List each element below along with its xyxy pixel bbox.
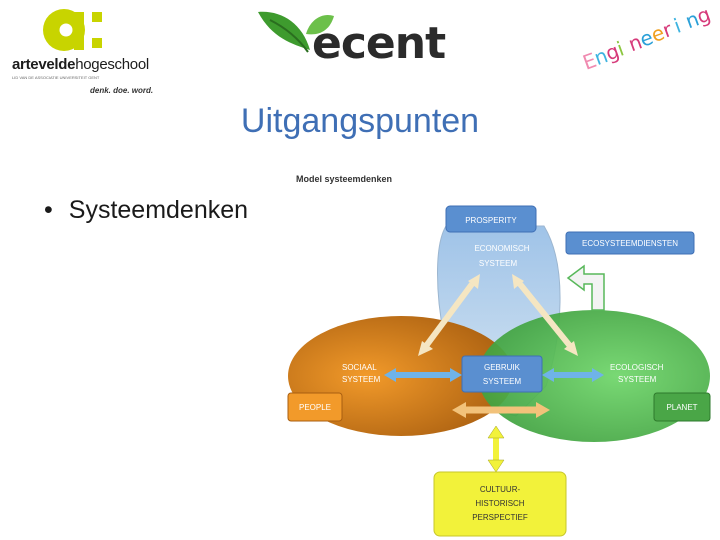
gebruik-label-1: GEBRUIK	[484, 363, 521, 372]
ecologisch-label-1: ECOLOGISCH	[610, 363, 664, 372]
planet-box	[653, 392, 711, 422]
bullet-text: Systeemdenken	[68, 196, 249, 224]
arrow-head-6-icon	[450, 368, 462, 382]
leaf-icon	[258, 11, 334, 53]
prosperity-label: PROSPERITY	[465, 216, 517, 225]
cultuur-label-2: HISTORISCH	[475, 499, 524, 508]
bullet-item: • Systeemdenken	[44, 196, 248, 225]
artevelde-mark-icon	[43, 9, 102, 51]
cultuur-box	[433, 471, 567, 537]
gebruik-label-2: SYSTEEM	[483, 377, 522, 386]
prosperity-box	[445, 205, 537, 233]
artevelde-logo: arteveldehogeschool LID VAN DE ASSOCIATI…	[10, 8, 180, 95]
economisch-label-1: ECONOMISCH	[474, 244, 529, 253]
arrow-head-4-icon	[512, 274, 524, 289]
artevelde-motto: denk. doe. word.	[90, 86, 154, 95]
arrow-head-3-icon	[564, 341, 578, 356]
cultuur-label-1: CULTUUR-	[480, 485, 521, 494]
artevelde-brand: arteveldehogeschool	[12, 56, 149, 73]
ecosysteemdiensten-label: ECOSYSTEEMDIENSTEN	[582, 239, 678, 248]
arrow-head-2-icon	[468, 274, 480, 289]
arrow-eco-sociaal-icon	[423, 282, 475, 348]
bullet-dot-icon: •	[44, 196, 53, 224]
arrow-head-1-icon	[418, 341, 433, 356]
arrow-head-9-icon	[452, 402, 466, 418]
people-box	[287, 392, 343, 422]
economisch-label-2: SYSTEEM	[479, 259, 518, 268]
gebruik-box	[461, 355, 543, 393]
arrow-eco-ecologisch-icon	[517, 282, 573, 348]
planet-label: PLANET	[666, 403, 697, 412]
ecosysteemdiensten-box	[565, 231, 695, 255]
ecent-wordmark: ecent	[312, 18, 446, 69]
arrow-head-7-icon	[542, 368, 554, 382]
cultuur-label-3: PERSPECTIEF	[472, 513, 528, 522]
arrow-head-10-icon	[536, 402, 550, 418]
people-label: PEOPLE	[299, 403, 331, 412]
sociaal-label-2: SYSTEEM	[342, 375, 381, 384]
ecosysteem-arrow-icon	[566, 264, 605, 311]
arrow-head-8-icon	[592, 368, 604, 382]
arrow-head-11-icon	[487, 425, 505, 439]
slide-title: Uitgangspunten	[240, 102, 480, 140]
systeemdenken-diagram: PROSPERITY ECONOMISCH SYSTEEM ECOSYSTEEM…	[287, 205, 711, 537]
ecologisch-label-2: SYSTEEM	[618, 375, 657, 384]
sociaal-label-1: SOCIAAL	[342, 363, 377, 372]
artevelde-small-text: LID VAN DE ASSOCIATIE UNIVERSITEIT GENT	[12, 75, 100, 80]
brand-bold: artevelde	[12, 56, 76, 73]
ecent-logo: ecent	[250, 4, 455, 72]
arrow-head-5-icon	[384, 368, 396, 382]
brand-light: hogeschool	[75, 56, 149, 73]
arrow-head-12-icon	[487, 459, 505, 473]
diagram-caption: Model systeemdenken	[296, 174, 393, 184]
